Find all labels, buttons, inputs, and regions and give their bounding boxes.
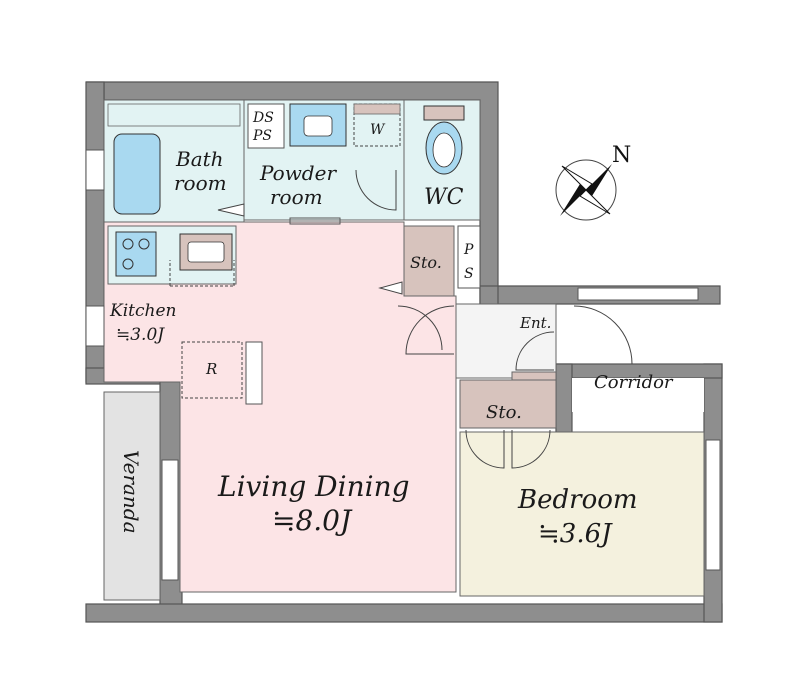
bath-room-label-1: Bath bbox=[175, 147, 224, 171]
burner-2 bbox=[138, 238, 150, 250]
fridge-label: R bbox=[205, 360, 217, 378]
veranda-fill bbox=[103, 391, 161, 601]
powder-room-label-2: room bbox=[270, 185, 323, 209]
compass-north-label: N bbox=[612, 143, 631, 168]
dsps-label-2: PS bbox=[252, 128, 272, 144]
compass: N bbox=[555, 143, 631, 221]
toilet-tank bbox=[423, 105, 465, 121]
fridge-wall bbox=[245, 341, 263, 405]
toilet-seat bbox=[432, 132, 456, 168]
storage-bedroom-label: Sto. bbox=[486, 402, 522, 423]
kitchen-label: Kitchen bbox=[109, 301, 176, 321]
washer-label: W bbox=[370, 122, 386, 138]
fridge-space bbox=[181, 341, 243, 399]
wc-label: WC bbox=[424, 185, 464, 210]
bathtub bbox=[113, 133, 161, 215]
bedroom-size-label: ≒3.6J bbox=[538, 519, 613, 549]
dsps-box bbox=[247, 103, 285, 149]
ps-label-2: S bbox=[464, 266, 474, 282]
bath-room-label-2: room bbox=[174, 171, 227, 195]
entrance-label: Ent. bbox=[519, 314, 551, 332]
veranda-label: Veranda bbox=[119, 450, 143, 534]
powder-room-label-1: Powder bbox=[259, 161, 337, 185]
bath-upper-strip bbox=[107, 103, 241, 127]
storage-bedroom-fill bbox=[459, 379, 557, 429]
living-dining-label: Living Dining bbox=[217, 470, 410, 503]
living-dining-size-label: ≒8.0J bbox=[272, 504, 353, 537]
bedroom-fill bbox=[459, 431, 705, 597]
storage-top-fill bbox=[403, 225, 455, 297]
wash-basin-bowl bbox=[303, 115, 333, 137]
corridor-label: Corridor bbox=[594, 372, 674, 393]
ps-box bbox=[457, 225, 481, 289]
kitchen-size-label: ≒3.0J bbox=[116, 325, 165, 345]
washer-top bbox=[353, 103, 401, 115]
kitchen-sink-bowl bbox=[187, 241, 225, 263]
storage-top-label: Sto. bbox=[410, 253, 442, 272]
ps-label-1: P bbox=[463, 242, 474, 258]
bedroom-label: Bedroom bbox=[517, 485, 638, 515]
stove bbox=[115, 231, 157, 277]
doors bbox=[217, 169, 633, 469]
corridor-fill bbox=[572, 378, 704, 412]
windows bbox=[85, 149, 721, 581]
burner-1 bbox=[122, 238, 134, 250]
entrance-fill bbox=[455, 303, 557, 379]
dsps-label-1: DS bbox=[252, 110, 274, 126]
kitchen-cabinet-swing bbox=[169, 260, 235, 287]
burner-3 bbox=[122, 258, 134, 270]
